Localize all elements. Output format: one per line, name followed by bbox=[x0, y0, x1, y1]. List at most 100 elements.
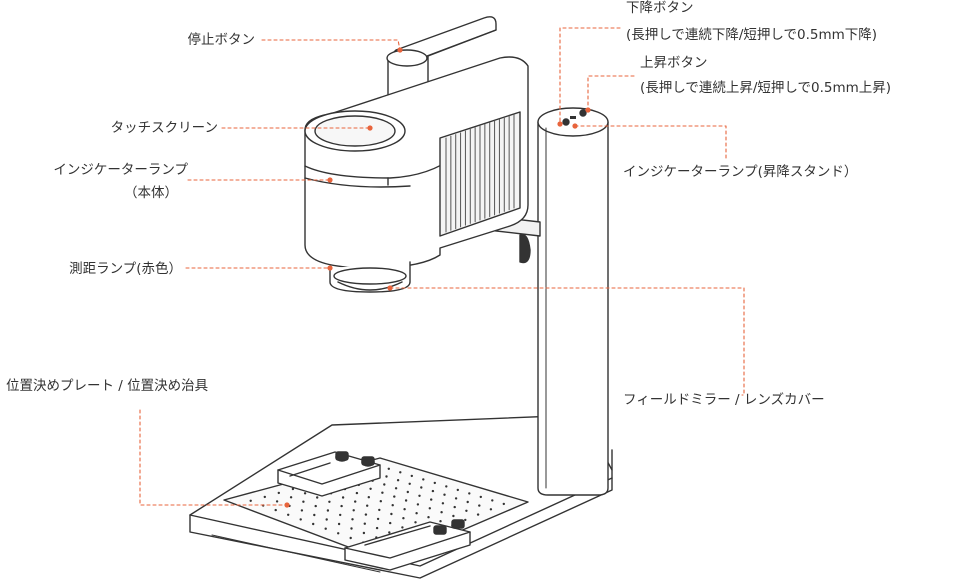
plate-hole bbox=[399, 471, 402, 474]
plate-hole bbox=[393, 495, 396, 498]
plate-hole bbox=[300, 509, 304, 512]
plate-hole bbox=[326, 509, 330, 512]
plate-hole bbox=[387, 467, 390, 470]
plate-hole bbox=[277, 491, 280, 495]
plate-hole bbox=[351, 518, 354, 521]
plate-hole bbox=[350, 527, 353, 530]
leader-down-button-dot bbox=[557, 121, 563, 127]
plate-hole bbox=[379, 500, 382, 503]
label-touchscreen: タッチスクリーン bbox=[110, 120, 218, 136]
leader-down-button bbox=[559, 27, 621, 125]
plate-hole bbox=[303, 492, 307, 495]
plate-hole bbox=[452, 514, 455, 518]
positioning-plate bbox=[223, 451, 529, 571]
leader-stop-button-dot bbox=[397, 47, 403, 53]
leader-touchscreen-dot bbox=[367, 125, 373, 131]
plate-hole bbox=[491, 499, 494, 502]
plate-hole bbox=[275, 500, 279, 503]
plate-hole bbox=[431, 489, 435, 493]
plate-hole bbox=[376, 517, 380, 521]
plate-hole bbox=[325, 518, 328, 521]
plate-hole bbox=[391, 504, 394, 507]
plate-hole bbox=[302, 500, 305, 503]
plate-hole bbox=[427, 516, 430, 519]
plate-hole bbox=[340, 504, 343, 508]
plate-hole bbox=[416, 503, 420, 506]
plate-hole bbox=[476, 513, 480, 516]
lifting-stand bbox=[537, 107, 613, 496]
label-positioning: 位置決めプレート / 位置決め治具 bbox=[6, 378, 209, 394]
label-indicator-body: インジケーターランプ bbox=[53, 162, 188, 178]
label-down-button: 下降ボタン bbox=[626, 0, 694, 16]
plate-hole bbox=[439, 520, 442, 523]
leader-field-mirror bbox=[389, 287, 745, 396]
leader-indicator-stand-dot bbox=[572, 123, 578, 129]
label-range-lamp: 測距ランプ(赤色） bbox=[69, 261, 182, 277]
plate-hole bbox=[339, 513, 342, 517]
plate-hole bbox=[464, 518, 467, 522]
leader-positioning bbox=[139, 409, 288, 506]
plate-hole bbox=[389, 521, 392, 525]
label-stop-button: 停止ボタン bbox=[187, 32, 256, 48]
plate-hole bbox=[428, 507, 431, 510]
plate-hole bbox=[355, 491, 359, 495]
leader-range-lamp-dot bbox=[327, 265, 333, 271]
plate-hole bbox=[489, 508, 493, 511]
plate-hole bbox=[337, 532, 340, 535]
plate-hole bbox=[410, 474, 413, 478]
leader-indicator-body-dot bbox=[327, 177, 333, 183]
plate-hole bbox=[388, 531, 391, 534]
plate-hole bbox=[341, 496, 345, 499]
leader-up-button bbox=[587, 75, 635, 111]
plate-hole bbox=[401, 526, 404, 529]
plate-hole bbox=[385, 475, 388, 478]
plate-hole bbox=[445, 485, 448, 488]
plate-hole bbox=[390, 512, 393, 516]
leader-lines bbox=[139, 27, 745, 506]
plate-hole bbox=[362, 531, 366, 535]
plate-hole bbox=[414, 521, 417, 524]
plate-hole bbox=[349, 536, 352, 540]
plate-hole bbox=[441, 502, 445, 505]
plate-hole bbox=[314, 504, 317, 508]
plate-hole bbox=[324, 527, 327, 530]
plate-hole bbox=[415, 512, 418, 515]
plate-hole bbox=[364, 513, 368, 516]
laser-head bbox=[304, 56, 529, 293]
plate-hole bbox=[337, 522, 341, 526]
plate-hole bbox=[440, 511, 443, 514]
plate-hole bbox=[313, 513, 316, 517]
plate-hole bbox=[263, 495, 266, 499]
plate-hole bbox=[443, 493, 446, 496]
plate-hole bbox=[383, 483, 386, 486]
plate-hole bbox=[420, 486, 423, 489]
plate-hole bbox=[478, 504, 481, 507]
plate-hole bbox=[299, 518, 302, 521]
label-down-button-note: (長押しで連続下降/短押しで0.5mm下降) bbox=[626, 27, 878, 43]
label-field-mirror: フィールドミラー / レンズカバー bbox=[623, 392, 825, 408]
plate-hole bbox=[354, 500, 357, 503]
plate-hole bbox=[312, 522, 315, 526]
plate-hole bbox=[465, 509, 468, 512]
plate-hole bbox=[466, 500, 469, 504]
plate-hole bbox=[274, 508, 277, 512]
laser-engraver-illustration bbox=[139, 16, 745, 579]
plate-hole bbox=[369, 487, 372, 490]
plate-hole bbox=[381, 491, 384, 494]
plate-hole bbox=[378, 508, 381, 512]
plate-hole bbox=[402, 517, 405, 520]
plate-hole bbox=[430, 498, 433, 501]
plate-hole bbox=[403, 508, 406, 511]
plate-hole bbox=[479, 495, 482, 499]
leader-up-button-dot bbox=[585, 107, 591, 113]
plate-hole bbox=[352, 509, 355, 512]
leader-endpoints bbox=[284, 47, 591, 508]
plate-hole bbox=[287, 513, 290, 516]
plate-hole bbox=[366, 504, 369, 507]
plate-hole bbox=[456, 488, 459, 492]
plate-hole bbox=[404, 499, 408, 502]
leader-positioning-dot bbox=[284, 502, 290, 508]
plate-hole bbox=[433, 481, 436, 485]
plate-hole bbox=[394, 487, 398, 490]
